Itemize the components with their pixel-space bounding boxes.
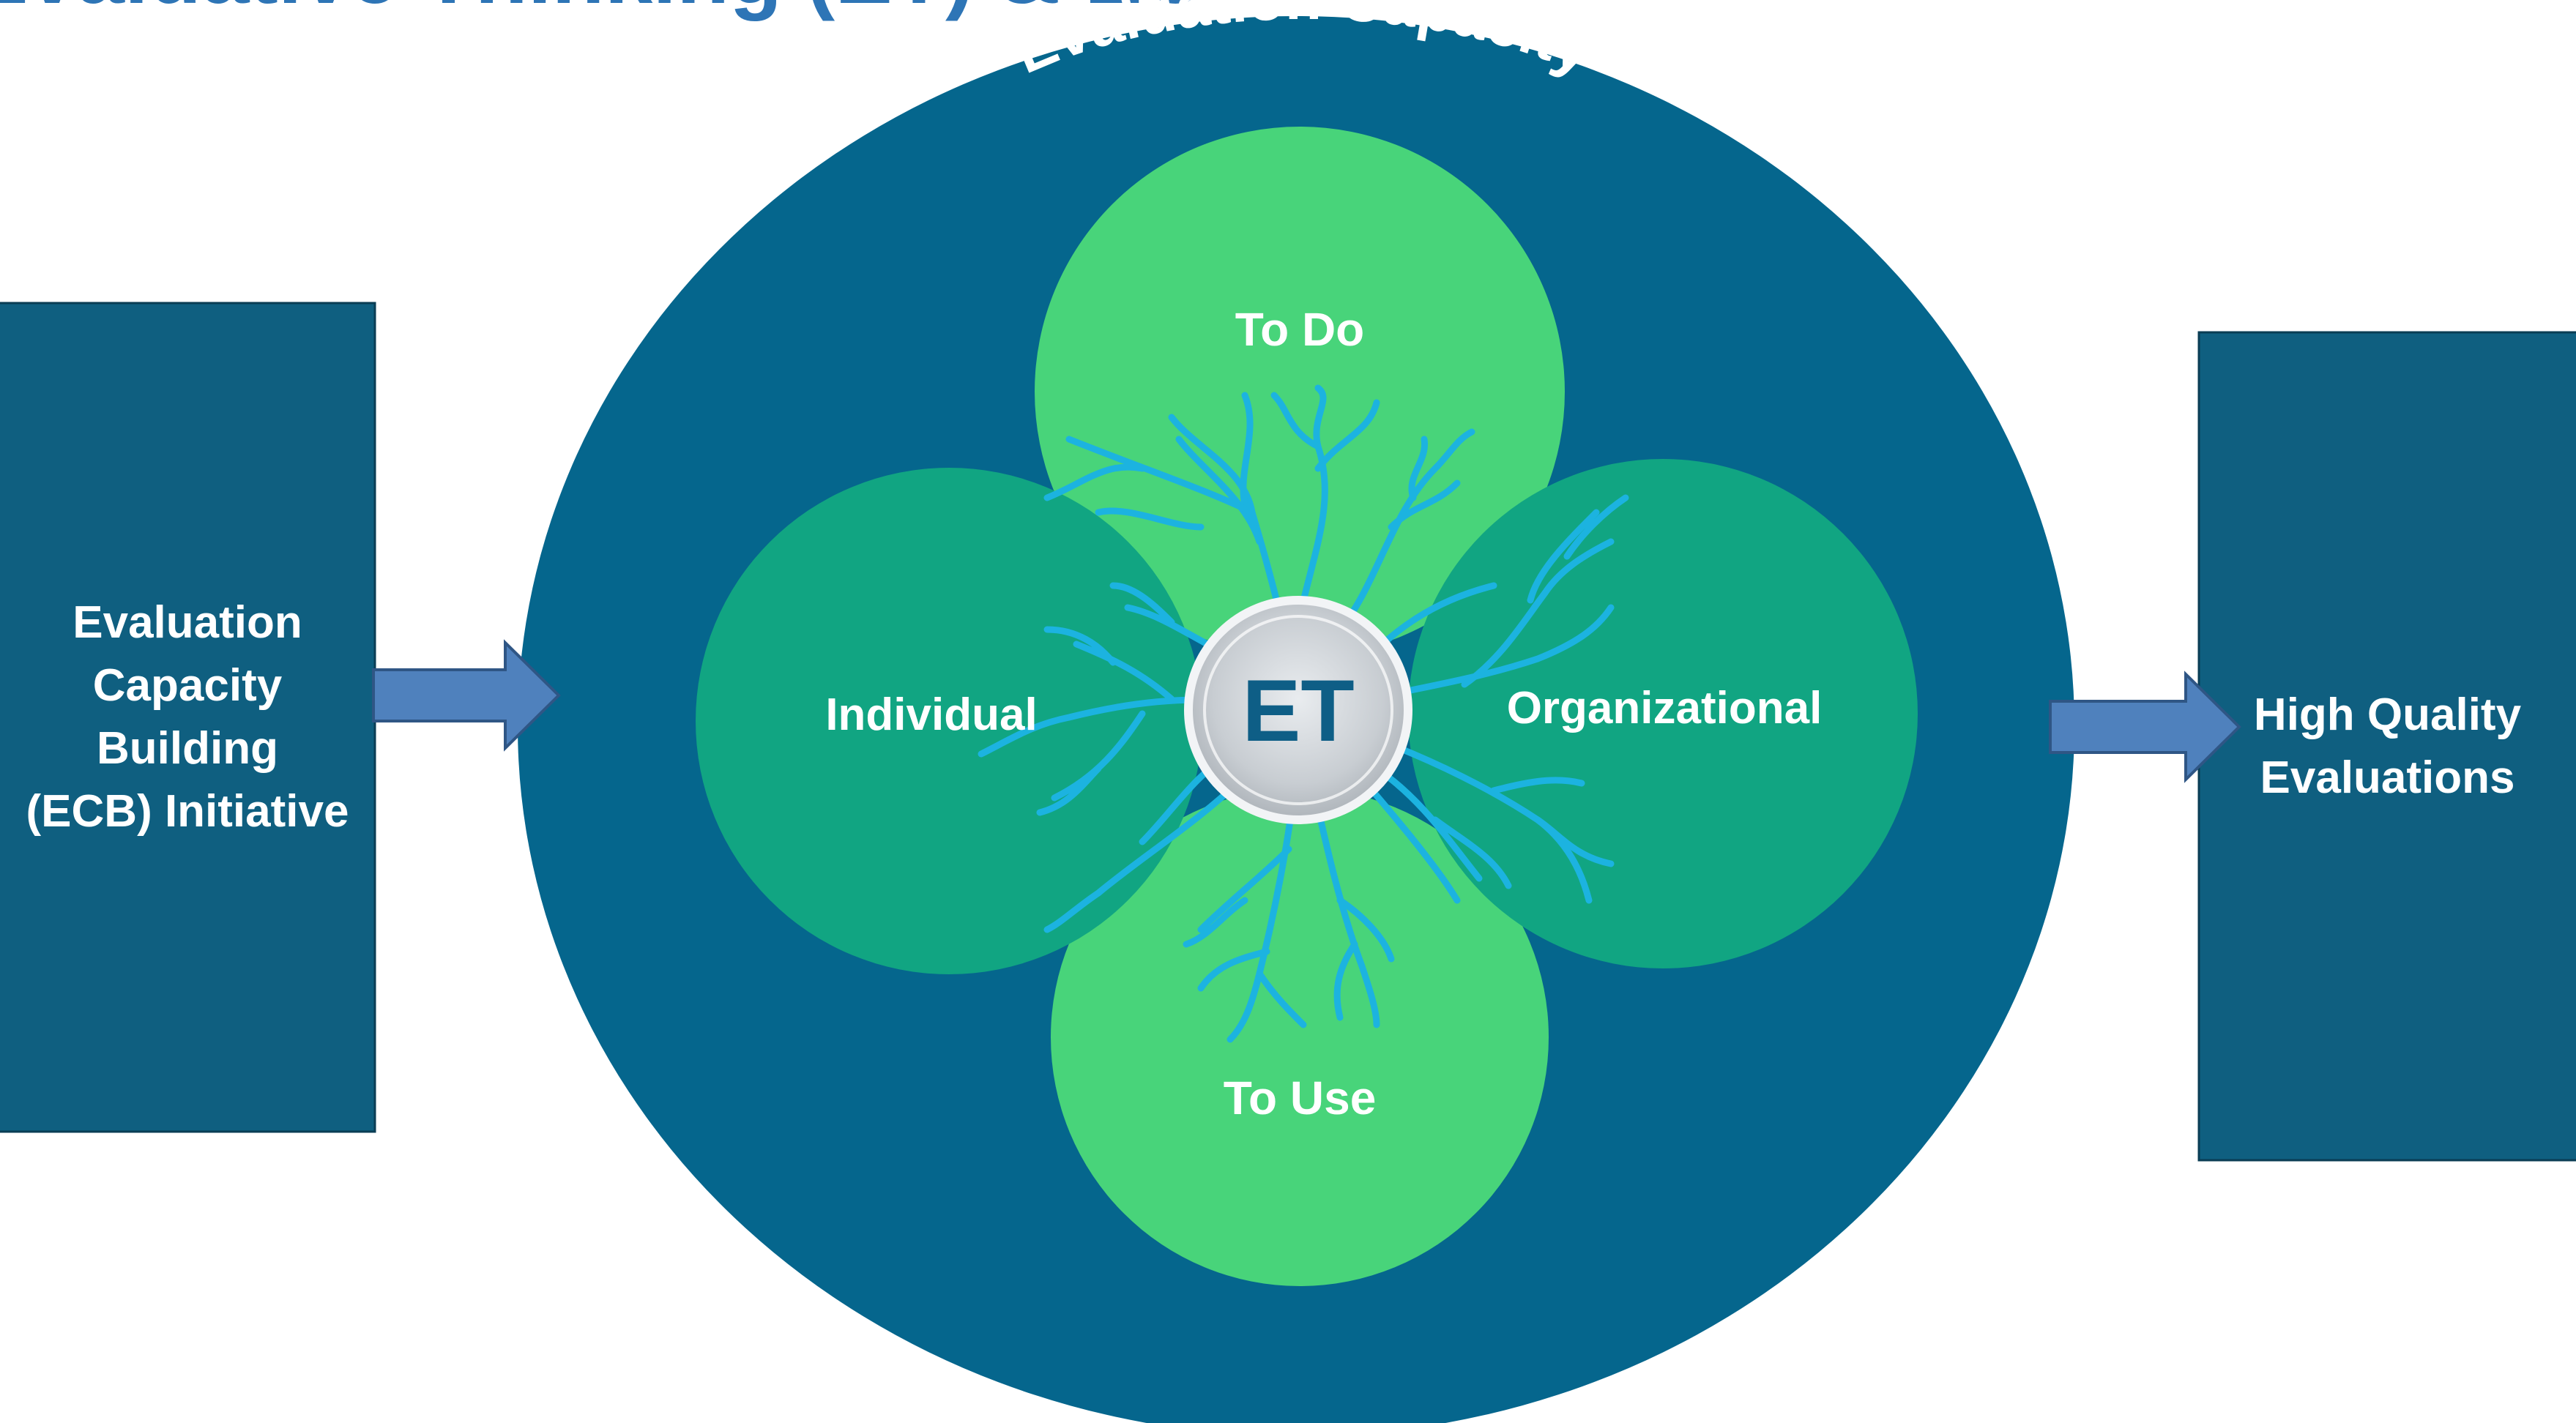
ecb-line-2: Capacity xyxy=(92,660,283,711)
ecb-line-4: (ECB) Initiative xyxy=(26,786,349,837)
petal-label-individual: Individual xyxy=(825,690,1037,740)
center-label-et: ET xyxy=(1242,662,1354,760)
roots-graphic xyxy=(978,384,1629,1043)
ecb-line-1: Evaluation xyxy=(72,597,302,648)
petal-label-to-do: To Do xyxy=(1235,303,1365,356)
input-arrow xyxy=(372,639,561,752)
et-center-ball xyxy=(1184,596,1412,824)
petal-individual xyxy=(696,468,1202,974)
ecb-initiative-text: Evaluation Capacity Building (ECB) Initi… xyxy=(0,303,375,1132)
page-title: Evaluative Thinking (ET) & EC xyxy=(0,0,1205,22)
hqe-line-2: Evaluations xyxy=(2260,752,2515,803)
output-arrow xyxy=(2049,671,2241,783)
high-quality-evaluations-text: High Quality Evaluations xyxy=(2199,332,2576,1160)
ecb-initiative-box xyxy=(0,302,376,1133)
ecb-line-3: Building xyxy=(97,723,278,774)
petal-to-use xyxy=(1051,788,1549,1286)
et-center-ring xyxy=(1203,615,1393,805)
high-quality-evaluations-box xyxy=(2197,331,2576,1162)
petal-label-to-use: To Use xyxy=(1224,1072,1377,1124)
petal-label-organizational: Organizational xyxy=(1507,683,1823,733)
hqe-line-1: High Quality xyxy=(2253,689,2522,740)
